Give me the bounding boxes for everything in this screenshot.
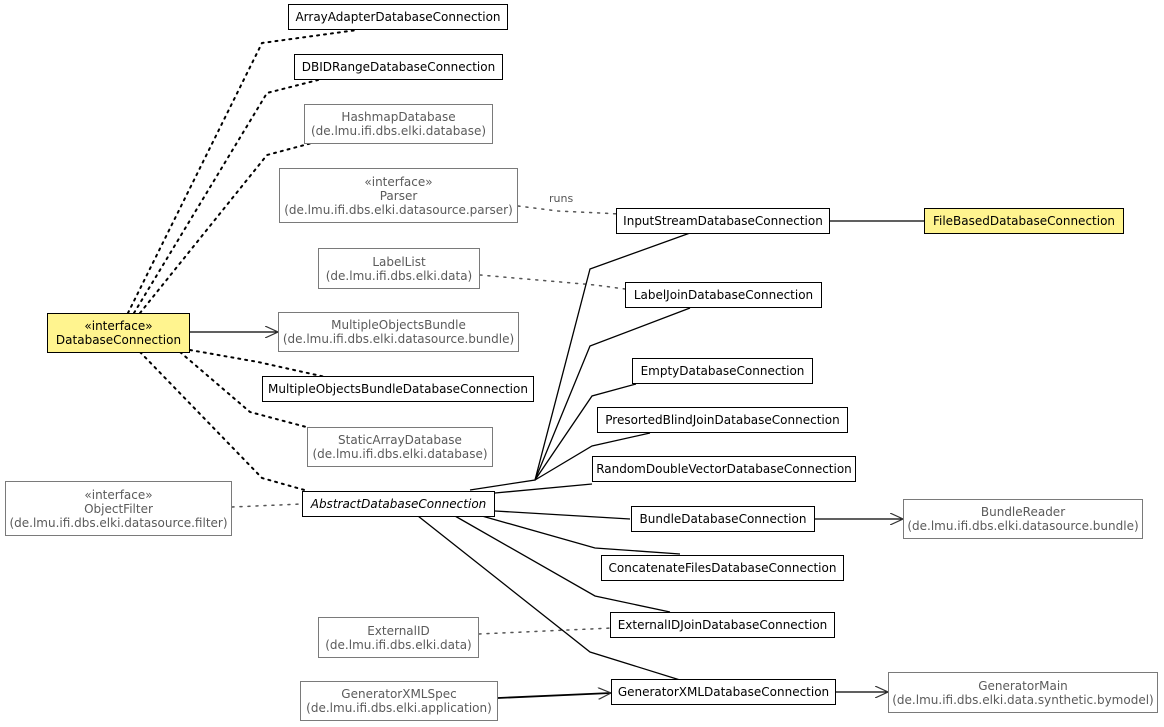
dbidrange-database-connection-node[interactable]: DBIDRangeDatabaseConnection: [294, 54, 503, 80]
bundle-reader-node[interactable]: BundleReader (de.lmu.ifi.dbs.elki.dataso…: [903, 499, 1143, 539]
static-array-database-node[interactable]: StaticArrayDatabase (de.lmu.ifi.dbs.elki…: [307, 427, 493, 467]
dbconn-name: DatabaseConnection: [55, 333, 182, 347]
parser-stereotype: «interface»: [364, 174, 433, 189]
concatenate-label: ConcatenateFilesDatabaseConnection: [608, 561, 837, 575]
abstract-label: AbstractDatabaseConnection: [310, 497, 487, 511]
database-connection-interface-node[interactable]: «interface» DatabaseConnection: [47, 313, 190, 353]
arrayadapter-label: ArrayAdapterDatabaseConnection: [295, 10, 501, 24]
parser-interface-node[interactable]: «interface» Parser (de.lmu.ifi.dbs.elki.…: [279, 168, 518, 223]
hashmap-database-node[interactable]: HashmapDatabase (de.lmu.ifi.dbs.elki.dat…: [304, 104, 493, 144]
object-filter-interface-node[interactable]: «interface» ObjectFilter (de.lmu.ifi.dbs…: [5, 481, 232, 536]
abstract-database-connection-node[interactable]: AbstractDatabaseConnection: [302, 491, 495, 517]
presorted-label: PresortedBlindJoinDatabaseConnection: [605, 413, 840, 427]
parser-name: Parser: [379, 188, 418, 203]
realization-edges: [127, 29, 358, 492]
genxmlspec-package: (de.lmu.ifi.dbs.elki.application): [306, 701, 492, 715]
externalid-node[interactable]: ExternalID (de.lmu.ifi.dbs.elki.data): [318, 617, 479, 658]
empty-label: EmptyDatabaseConnection: [640, 364, 805, 378]
generator-xml-spec-node[interactable]: GeneratorXMLSpec (de.lmu.ifi.dbs.elki.ap…: [300, 681, 498, 721]
parser-package: (de.lmu.ifi.dbs.elki.datasource.parser): [284, 202, 513, 217]
genmain-name: GeneratorMain: [978, 678, 1068, 693]
labellist-name: LabelList: [372, 254, 426, 269]
randomdouble-label: RandomDoubleVectorDatabaseConnection: [596, 462, 852, 476]
hashmap-package: (de.lmu.ifi.dbs.elki.database): [310, 124, 487, 138]
labellist-package: (de.lmu.ifi.dbs.elki.data): [325, 268, 473, 283]
externalidjoin-label: ExternalIDJoinDatabaseConnection: [617, 618, 828, 632]
generator-xml-database-connection-node[interactable]: GeneratorXMLDatabaseConnection: [611, 679, 836, 705]
genxmlspec-name: GeneratorXMLSpec: [341, 687, 457, 701]
input-stream-database-connection-node[interactable]: InputStreamDatabaseConnection: [616, 208, 830, 234]
staticarray-package: (de.lmu.ifi.dbs.elki.database): [312, 447, 488, 461]
genmain-package: (de.lmu.ifi.dbs.elki.data.synthetic.bymo…: [892, 692, 1154, 707]
dependency-edges: [231, 205, 626, 635]
dbconn-stereotype: «interface»: [84, 319, 153, 333]
filebased-label: FileBasedDatabaseConnection: [932, 214, 1116, 228]
concatenate-files-database-connection-node[interactable]: ConcatenateFilesDatabaseConnection: [601, 555, 844, 581]
dbidrange-label: DBIDRangeDatabaseConnection: [301, 60, 496, 74]
externalid-package: (de.lmu.ifi.dbs.elki.data): [325, 637, 472, 652]
random-double-vector-database-connection-node[interactable]: RandomDoubleVectorDatabaseConnection: [592, 456, 856, 482]
objfilter-package: (de.lmu.ifi.dbs.elki.datasource.filter): [9, 515, 228, 530]
bundle-database-connection-node[interactable]: BundleDatabaseConnection: [631, 506, 815, 532]
genxmldb-label: GeneratorXMLDatabaseConnection: [617, 685, 830, 699]
labellist-node[interactable]: LabelList (de.lmu.ifi.dbs.elki.data): [318, 248, 480, 289]
empty-database-connection-node[interactable]: EmptyDatabaseConnection: [632, 358, 813, 384]
bundlereader-package: (de.lmu.ifi.dbs.elki.datasource.bundle): [907, 519, 1139, 533]
multiple-objects-bundle-node[interactable]: MultipleObjectsBundle (de.lmu.ifi.dbs.el…: [278, 312, 519, 352]
objfilter-stereotype: «interface»: [84, 487, 153, 502]
generator-main-node[interactable]: GeneratorMain (de.lmu.ifi.dbs.elki.data.…: [888, 672, 1158, 713]
bundlereader-name: BundleReader: [980, 505, 1066, 519]
mobundle-package: (de.lmu.ifi.dbs.elki.datasource.bundle): [282, 332, 515, 346]
mobdbconn-label: MultipleObjectsBundleDatabaseConnection: [268, 382, 528, 396]
staticarray-name: StaticArrayDatabase: [338, 433, 462, 447]
externalid-join-database-connection-node[interactable]: ExternalIDJoinDatabaseConnection: [610, 612, 835, 638]
arrayadapter-database-connection-node[interactable]: ArrayAdapterDatabaseConnection: [288, 4, 508, 30]
objfilter-name: ObjectFilter: [84, 501, 153, 516]
association-edges: [190, 220, 924, 698]
file-based-database-connection-node[interactable]: FileBasedDatabaseConnection: [924, 208, 1124, 234]
externalid-name: ExternalID: [367, 623, 430, 638]
generalization-edges: [417, 232, 691, 681]
multiple-objects-bundle-database-connection-node[interactable]: MultipleObjectsBundleDatabaseConnection: [262, 376, 534, 402]
hashmap-name: HashmapDatabase: [341, 110, 456, 124]
inputstream-label: InputStreamDatabaseConnection: [623, 214, 823, 228]
presorted-blind-join-database-connection-node[interactable]: PresortedBlindJoinDatabaseConnection: [597, 407, 848, 433]
runs-label: runs: [549, 192, 574, 205]
mobundle-name: MultipleObjectsBundle: [331, 318, 466, 332]
labeljoin-label: LabelJoinDatabaseConnection: [633, 288, 814, 302]
label-join-database-connection-node[interactable]: LabelJoinDatabaseConnection: [625, 282, 822, 308]
bundledb-label: BundleDatabaseConnection: [639, 512, 807, 526]
